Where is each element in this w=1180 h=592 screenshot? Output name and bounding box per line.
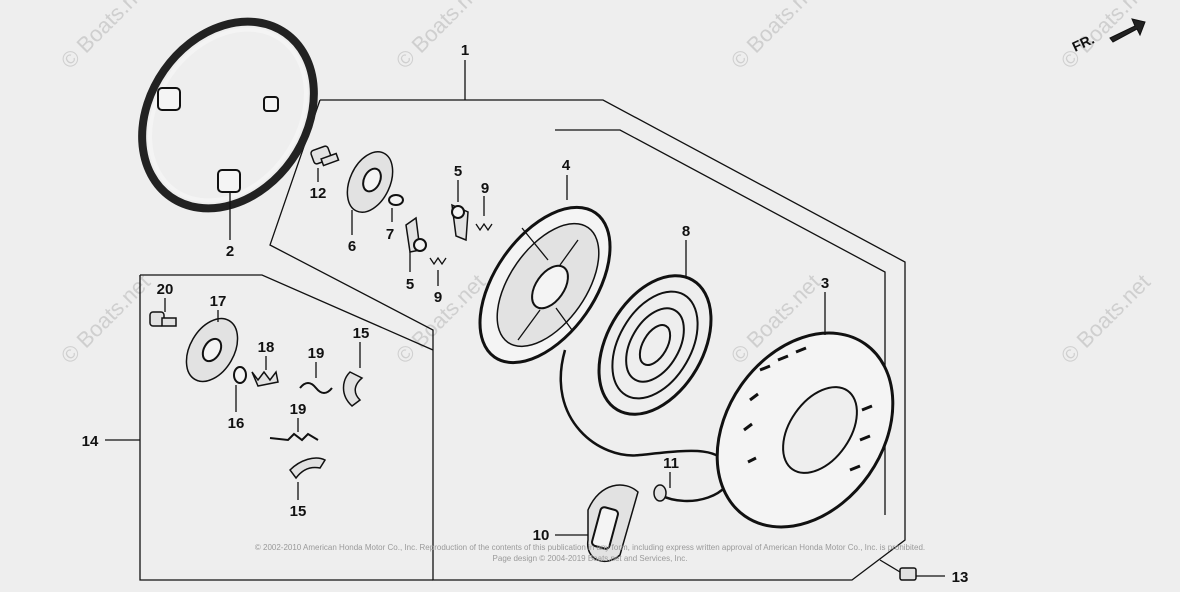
watermark-4: © Boats.net (1056, 0, 1155, 74)
callout-5-lower[interactable]: 5 (406, 276, 414, 293)
callout-10[interactable]: 10 (533, 527, 550, 544)
part-11-rope-guide (653, 472, 671, 502)
part-19-spring-lower (269, 418, 319, 442)
watermark-1: © Boats.net (56, 0, 155, 74)
callout-19-lower[interactable]: 19 (290, 401, 307, 418)
front-arrow-icon (1109, 18, 1146, 43)
callout-12[interactable]: 12 (310, 185, 327, 202)
callout-6[interactable]: 6 (348, 238, 356, 255)
part-15-guide-lower (289, 457, 327, 500)
part-3-recoil-case (715, 292, 895, 529)
callout-13[interactable]: 13 (952, 569, 969, 586)
part-9-spring-upper (475, 196, 493, 232)
part-16-washer (233, 366, 247, 412)
copyright-line-2: Page design © 2004-2019 Boats.net and Se… (493, 554, 688, 563)
callout-9-upper[interactable]: 9 (481, 180, 489, 197)
callout-14[interactable]: 14 (82, 433, 99, 450)
copyright-notice: © 2002-2010 American Honda Motor Co., In… (255, 543, 925, 563)
starter-rope (559, 349, 732, 503)
part-18-spring (251, 356, 279, 387)
assembly-outline-1 (269, 60, 906, 581)
callout-9-lower[interactable]: 9 (434, 289, 442, 306)
part-6-ratchet (346, 151, 394, 235)
part-5-pawl-upper (451, 180, 469, 242)
callout-8[interactable]: 8 (682, 223, 690, 240)
part-9-spring-lower (429, 256, 447, 286)
part-13-flange-bolt (879, 559, 945, 581)
watermark-2: © Boats.net (391, 0, 490, 74)
callout-16[interactable]: 16 (228, 415, 245, 432)
part-4-reel-pulley (478, 175, 612, 365)
part-19-spring-upper (299, 362, 333, 394)
part-10-starter-handle (555, 484, 639, 562)
callout-1[interactable]: 1 (461, 42, 469, 59)
part-5-pawl-lower (405, 216, 427, 272)
part-12-bolt (310, 145, 340, 182)
watermark-3: © Boats.net (726, 0, 825, 74)
callout-5-upper[interactable]: 5 (454, 163, 462, 180)
callout-2[interactable]: 2 (226, 243, 234, 260)
callout-18[interactable]: 18 (258, 339, 275, 356)
part-8-recoil-spring (597, 240, 713, 416)
callout-7[interactable]: 7 (386, 226, 394, 243)
callout-15-lower[interactable]: 15 (290, 503, 307, 520)
part-20-bolt (149, 298, 177, 327)
part-17-ratchet-friction-plate (185, 310, 239, 383)
callout-17[interactable]: 17 (210, 293, 227, 310)
callout-20[interactable]: 20 (157, 281, 174, 298)
callout-15-upper[interactable]: 15 (353, 325, 370, 342)
callout-3[interactable]: 3 (821, 275, 829, 292)
copyright-line-1: © 2002-2010 American Honda Motor Co., In… (255, 543, 925, 552)
callout-labels: 1 2 3 4 5 5 6 7 8 9 9 10 11 12 13 14 15 … (82, 42, 969, 586)
callout-19-upper[interactable]: 19 (308, 345, 325, 362)
part-2-gasket (138, 17, 318, 240)
callout-11[interactable]: 11 (663, 455, 679, 472)
part-7-washer (388, 194, 404, 222)
part-15-guide-upper (342, 342, 364, 407)
assembly-outline-14 (105, 274, 434, 581)
watermark-8: © Boats.net (1056, 269, 1155, 368)
callout-4[interactable]: 4 (562, 157, 571, 174)
